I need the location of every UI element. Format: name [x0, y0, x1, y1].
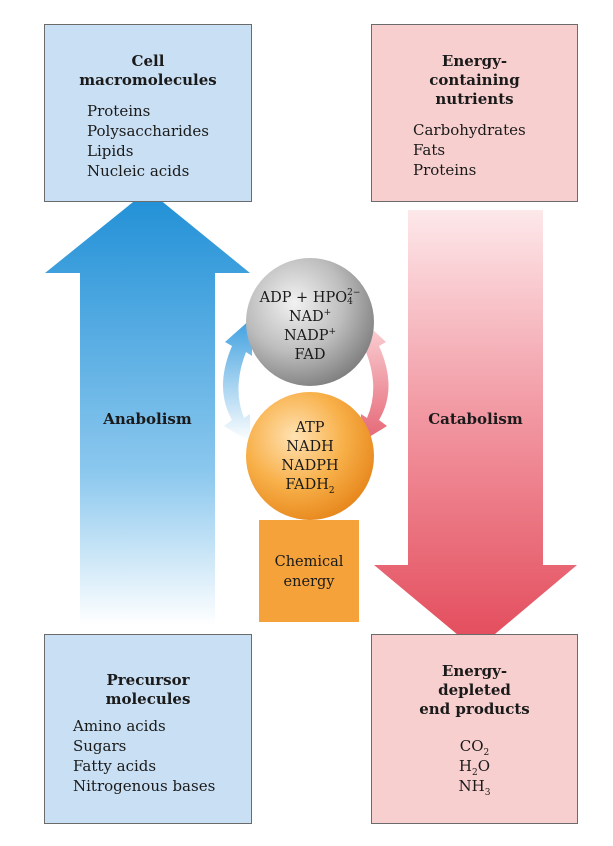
- nadh-line: NADH: [286, 439, 334, 455]
- precursor-item: Sugars: [73, 737, 127, 755]
- chemical-energy-line: energy: [283, 574, 335, 590]
- end-product-nh3: NH3: [458, 777, 491, 798]
- chemical-energy-line: Chemical: [274, 554, 344, 570]
- precursor-item: Fatty acids: [73, 757, 157, 775]
- nutrient-item: Fats: [413, 141, 446, 159]
- cell-macromolecules-box: Cell macromolecules Proteins Polysacchar…: [44, 24, 252, 202]
- macromolecule-item: Nucleic acids: [87, 162, 190, 180]
- catabolism-label: Catabolism: [428, 410, 523, 428]
- end-products-title-line: end products: [419, 700, 530, 718]
- end-products-box: Energy- depleted end products CO2 H2O NH…: [371, 634, 578, 824]
- energy-nutrients-title-line: nutrients: [435, 90, 514, 108]
- low-energy-ball: [246, 258, 374, 386]
- nadph-line: NADPH: [281, 458, 339, 474]
- macromolecule-item: Polysaccharides: [87, 122, 209, 140]
- high-energy-text: ATP NADH NADPH FADH2: [246, 419, 374, 495]
- end-product-co2: CO2: [459, 737, 490, 758]
- nadp-line: NADP+: [283, 327, 337, 344]
- end-product-h2o: H2O: [458, 757, 491, 778]
- catabolism-arrow: [374, 210, 577, 650]
- nad-line: NAD+: [288, 308, 332, 325]
- nutrient-item: Carbohydrates: [413, 121, 526, 139]
- atp-line: ATP: [295, 420, 325, 436]
- precursor-molecules-box: Precursor molecules Amino acids Sugars F…: [44, 634, 252, 824]
- fad-line: FAD: [294, 347, 326, 363]
- energy-nutrients-box: Energy- containing nutrients Carbohydrat…: [371, 24, 578, 202]
- cell-macromolecules-title-line: macromolecules: [79, 71, 217, 89]
- fadh2-line: FADH2: [285, 477, 335, 496]
- macromolecule-item: Proteins: [87, 102, 151, 120]
- precursor-title-line: molecules: [105, 690, 191, 708]
- cell-macromolecules-title-line: Cell: [131, 52, 165, 70]
- precursor-title-line: Precursor: [106, 671, 190, 689]
- precursor-item: Amino acids: [73, 717, 166, 735]
- nutrient-item: Proteins: [413, 161, 477, 179]
- anabolism-arrow: [45, 190, 250, 625]
- end-products-title-line: depleted: [438, 681, 511, 699]
- energy-nutrients-title-line: Energy-: [441, 52, 508, 70]
- energy-nutrients-title-line: containing: [429, 71, 520, 89]
- precursor-item: Nitrogenous bases: [73, 777, 216, 795]
- anabolism-label: Anabolism: [103, 410, 192, 428]
- cycle-arrow-left: [223, 318, 252, 442]
- chemical-energy-box: [259, 520, 359, 622]
- chemical-energy-label: Chemical energy: [259, 552, 359, 592]
- end-products-title-line: Energy-: [441, 662, 508, 680]
- macromolecule-item: Lipids: [87, 142, 134, 160]
- high-energy-ball: [246, 392, 374, 520]
